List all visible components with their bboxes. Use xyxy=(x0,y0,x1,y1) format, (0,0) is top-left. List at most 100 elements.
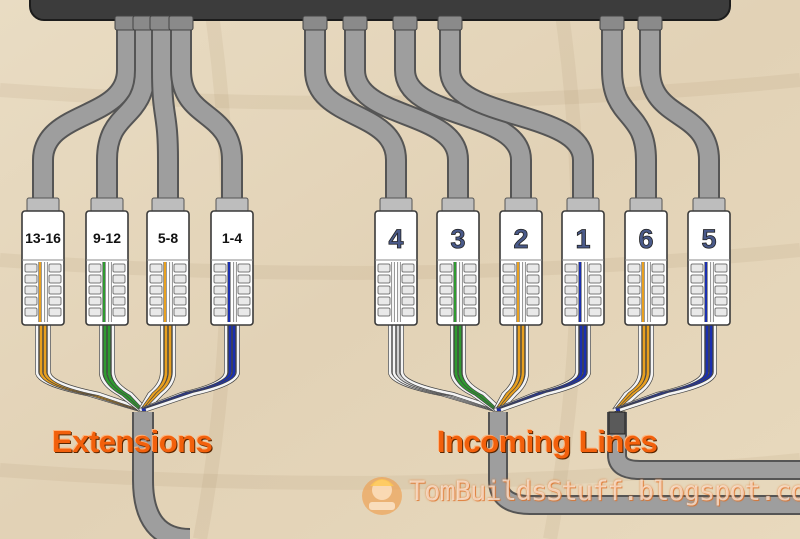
punch-slot xyxy=(627,263,641,273)
punch-slot xyxy=(213,307,227,317)
panel-port xyxy=(437,15,463,31)
punch-slot xyxy=(627,307,641,317)
wire xyxy=(99,322,141,412)
wire xyxy=(500,322,591,412)
punch-slot xyxy=(651,296,665,306)
punch-slot xyxy=(588,307,602,317)
wire xyxy=(497,322,525,411)
wire xyxy=(493,322,517,411)
jack-label: 3 xyxy=(450,224,465,254)
punch-slot xyxy=(714,274,728,284)
punch-slot xyxy=(237,307,251,317)
punch-slot xyxy=(377,285,391,295)
jack-plug xyxy=(151,197,185,213)
jack-label: 5 xyxy=(701,224,716,254)
punch-slot xyxy=(690,296,704,306)
punch-slot xyxy=(463,285,477,295)
panel-ports xyxy=(114,15,663,31)
jack-ext-13-16: 13-16 xyxy=(21,197,65,326)
punch-slot xyxy=(24,285,38,295)
wire xyxy=(500,322,529,411)
punch-slot xyxy=(401,296,415,306)
punch-slot xyxy=(213,296,227,306)
punch-slot xyxy=(463,307,477,317)
wire xyxy=(111,322,147,411)
patch-cable xyxy=(34,24,136,205)
punch-slot xyxy=(439,263,453,273)
punch-slot xyxy=(112,263,126,273)
jack-line-5: 5 xyxy=(687,197,731,326)
patch-cables xyxy=(32,24,720,205)
punch-slot xyxy=(112,307,126,317)
patch-cable xyxy=(603,24,655,205)
punch-slot xyxy=(690,307,704,317)
punch-slot xyxy=(627,296,641,306)
jack-plug xyxy=(379,197,413,213)
panel-port xyxy=(599,15,625,31)
punch-slot xyxy=(714,263,728,273)
wire xyxy=(615,322,646,411)
jack-line-3: 3 xyxy=(436,197,480,326)
wire xyxy=(400,322,502,412)
punch-slot xyxy=(149,296,163,306)
punch-slot xyxy=(112,274,126,284)
punch-slot xyxy=(173,307,187,317)
punch-slot xyxy=(173,274,187,284)
punch-slot xyxy=(213,274,227,284)
punch-slot xyxy=(377,307,391,317)
patch-panel-box xyxy=(29,0,731,21)
panel-port xyxy=(342,15,368,31)
punch-slot xyxy=(439,307,453,317)
punch-slot xyxy=(651,274,665,284)
jack-ext-9-12: 9-12 xyxy=(85,197,129,326)
punch-slot xyxy=(237,274,251,284)
punch-slot xyxy=(651,263,665,273)
punch-slot xyxy=(439,274,453,284)
punch-slot xyxy=(401,263,415,273)
punch-slot xyxy=(112,296,126,306)
punch-slot xyxy=(690,263,704,273)
punch-slot xyxy=(173,296,187,306)
patch-cable xyxy=(172,24,241,205)
wire xyxy=(619,322,654,411)
wire xyxy=(143,322,172,411)
jack-plug xyxy=(26,197,60,213)
punch-slot xyxy=(24,307,38,317)
punch-slot xyxy=(237,263,251,273)
punch-slot xyxy=(564,263,578,273)
jack-plug xyxy=(566,197,600,213)
punch-slot xyxy=(564,285,578,295)
punch-slot xyxy=(714,307,728,317)
punch-slot xyxy=(88,274,102,284)
punch-slot xyxy=(48,285,62,295)
jack-line-4: 4 xyxy=(374,197,418,326)
jack-label: 13-16 xyxy=(25,230,61,246)
punch-slot xyxy=(526,285,540,295)
jack-plug xyxy=(441,197,475,213)
punch-slot xyxy=(564,307,578,317)
punch-slot xyxy=(690,285,704,295)
jack-plug xyxy=(90,197,124,213)
punch-slot xyxy=(24,274,38,284)
jack-line-2: 2 xyxy=(499,197,543,326)
panel-port xyxy=(392,15,418,31)
wire xyxy=(47,322,147,412)
punch-slot xyxy=(88,285,102,295)
punch-slot xyxy=(377,296,391,306)
jack-label: 6 xyxy=(638,224,653,254)
punch-slot xyxy=(401,285,415,295)
panel-port xyxy=(168,15,194,31)
punch-slot xyxy=(714,296,728,306)
jack-line-1: 1 xyxy=(561,197,605,326)
jack-label: 1-4 xyxy=(222,230,242,246)
punch-slot xyxy=(627,285,641,295)
jack-label: 5-8 xyxy=(158,230,178,246)
punch-slot xyxy=(88,307,102,317)
panel-port xyxy=(637,15,663,31)
wire xyxy=(462,322,502,411)
punch-slot xyxy=(24,296,38,306)
punch-slot xyxy=(526,296,540,306)
jack-plug xyxy=(215,197,249,213)
jack-label: 9-12 xyxy=(93,230,121,246)
